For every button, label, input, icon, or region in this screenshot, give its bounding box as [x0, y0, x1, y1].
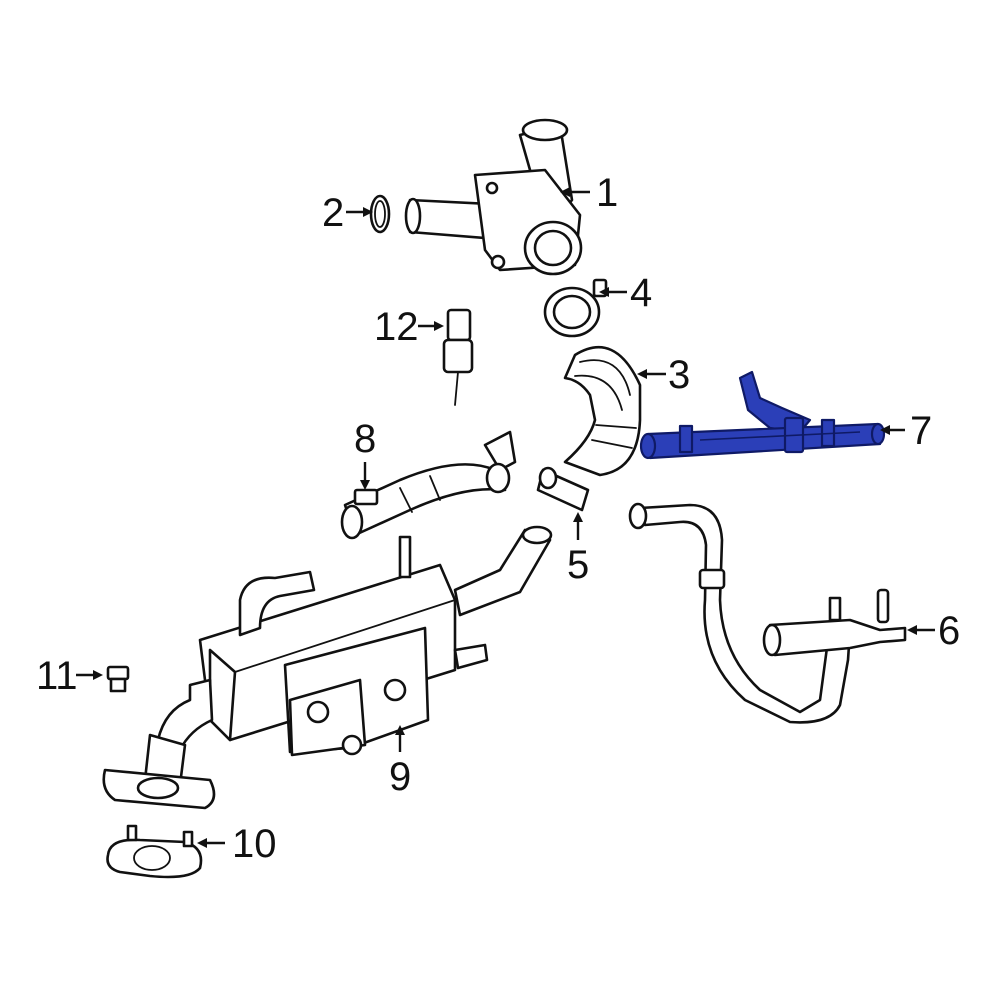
part-6-tube-assembly[interactable]: [628, 502, 907, 724]
part-8-hose[interactable]: [340, 430, 517, 540]
callout-2: 2: [322, 191, 344, 235]
callout-12: 12: [374, 305, 419, 349]
part-12-sensor[interactable]: [442, 308, 474, 406]
callout-1: 1: [596, 171, 618, 215]
part-9-egr-cooler[interactable]: [102, 525, 553, 810]
callout-6: 6: [938, 609, 960, 653]
part-1-thermostat-housing[interactable]: [404, 118, 583, 276]
callout-4: 4: [630, 271, 652, 315]
part-2-o-ring[interactable]: [369, 194, 391, 234]
callout-9: 9: [389, 755, 411, 799]
callout-3: 3: [668, 353, 690, 397]
callout-5: 5: [567, 543, 589, 587]
callout-10: 10: [232, 822, 277, 866]
callout-8: 8: [354, 417, 376, 461]
callout-7: 7: [910, 409, 932, 453]
callout-leaders: [76, 187, 935, 848]
part-4-clamp[interactable]: [543, 278, 608, 338]
part-10-gasket[interactable]: [106, 824, 203, 879]
part-7-coolant-tube[interactable]: [639, 370, 886, 460]
callout-11: 11: [36, 654, 78, 698]
part-5-clamp[interactable]: [536, 466, 590, 512]
part-11-plug[interactable]: [106, 665, 130, 693]
part-3-hose[interactable]: [563, 345, 642, 477]
